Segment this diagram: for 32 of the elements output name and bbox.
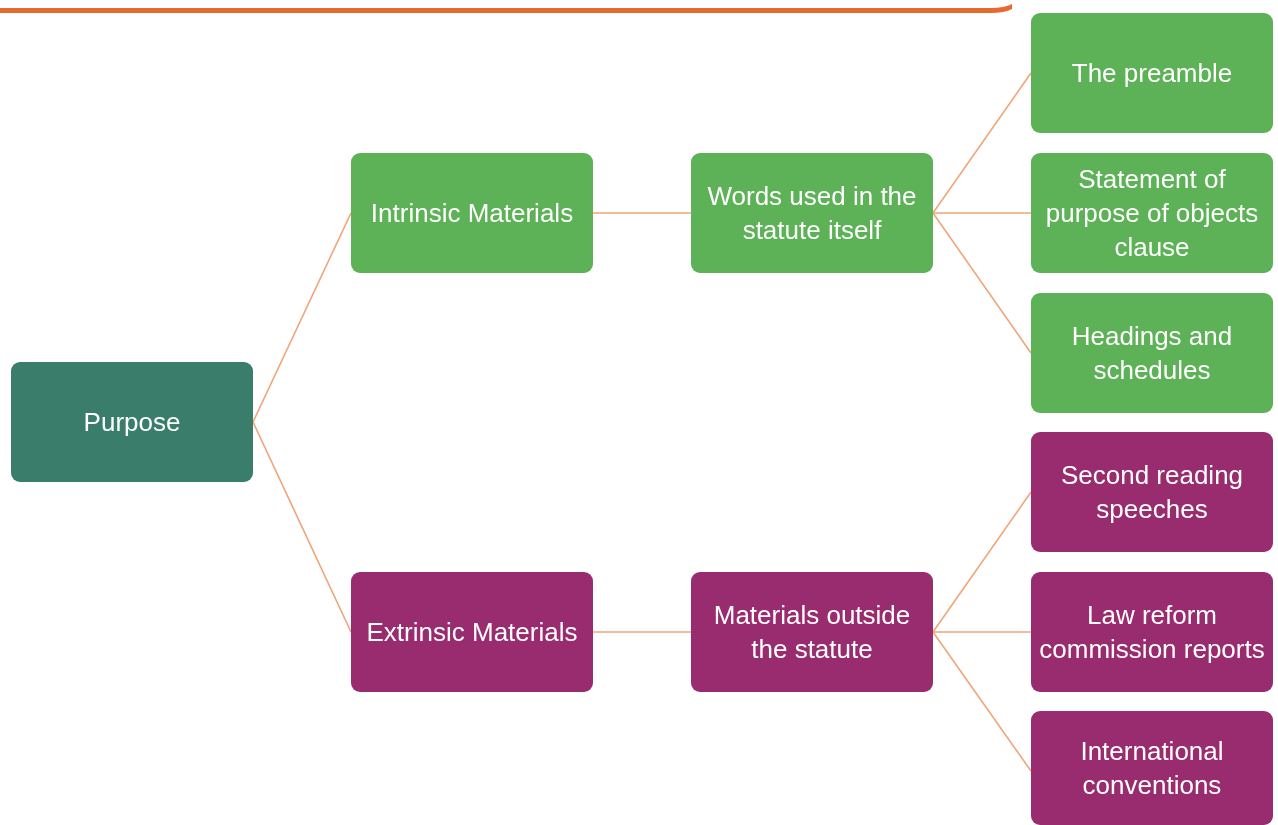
node-label: Words used in the statute itself: [706, 180, 918, 247]
rounded-box: [1031, 13, 1273, 133]
rounded-box: [1031, 153, 1273, 273]
node-label: Second reading speeches: [1059, 459, 1245, 526]
node-label: Intrinsic Materials: [370, 197, 574, 230]
connector-line: [932, 72, 1032, 214]
rounded-box: [351, 572, 593, 692]
rounded-box: [1031, 432, 1273, 552]
connector-line: [592, 212, 692, 214]
node-label: Extrinsic Materials: [366, 616, 578, 649]
connector-line: [932, 631, 1032, 633]
rounded-box: [1031, 711, 1273, 825]
rounded-box: [691, 153, 933, 273]
connector-line: [932, 212, 1032, 214]
node-label: The preamble: [1071, 57, 1233, 90]
node-label: International conventions: [1079, 735, 1225, 802]
connector-line: [932, 631, 1032, 772]
node-label: Purpose: [83, 406, 181, 439]
connector-line: [252, 212, 352, 423]
connector-line: [592, 631, 692, 633]
rounded-box: [351, 153, 593, 273]
rounded-box: [1031, 572, 1273, 692]
rounded-box: [691, 572, 933, 692]
rounded-box: [11, 362, 253, 482]
connector-line: [252, 421, 352, 633]
node-label: Statement of purpose of objects clause: [1044, 163, 1260, 264]
connector-line: [932, 212, 1032, 354]
connector-line: [932, 491, 1032, 633]
node-label: Materials outside the statute: [712, 599, 912, 666]
node-label: Headings and schedules: [1070, 320, 1234, 387]
node-label: Law reform commission reports: [1039, 599, 1265, 666]
rounded-box: [1031, 293, 1273, 413]
